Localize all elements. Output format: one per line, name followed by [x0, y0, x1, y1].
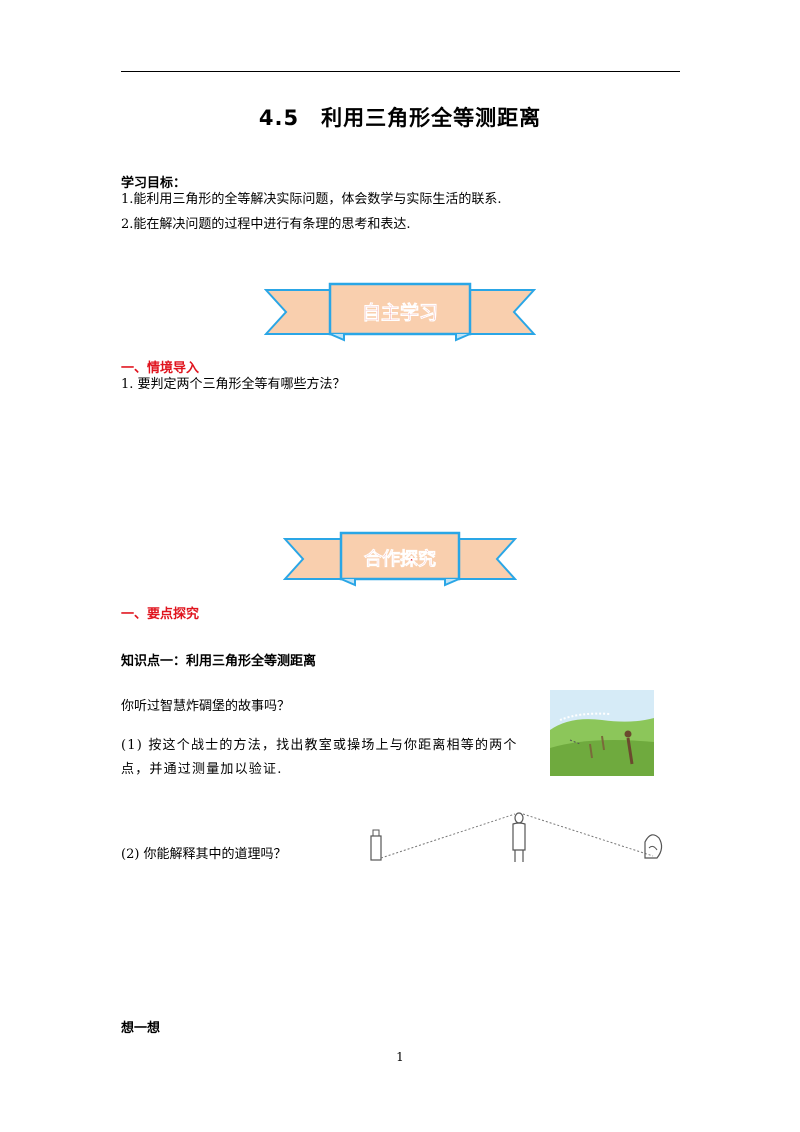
question-1-line-1: (1) 按这个战士的方法，找出教室或操场上与你距离相等的两个 — [121, 738, 518, 753]
goals-heading: 学习目标： — [121, 176, 187, 191]
banner-self-study-label: 自主学习 — [362, 301, 438, 324]
question-2: (2) 你能解释其中的道理吗？ — [121, 847, 287, 862]
goal-item-2: 2.能在解决问题的过程中进行有条理的思考和表达. — [121, 217, 411, 232]
page-number: 1 — [396, 1050, 404, 1064]
scenario-question: 1. 要判定两个三角形全等有哪些方法？ — [121, 377, 346, 392]
sight-line-diagram — [370, 812, 663, 862]
banner-cooperative-inquiry-label: 合作探究 — [364, 548, 436, 570]
section-heading-key-points: 一、要点探究 — [121, 607, 200, 622]
question-1-line-2: 点，并通过测量加以验证. — [121, 762, 283, 777]
header-rule — [121, 71, 680, 72]
knowledge-point-heading: 知识点一：利用三角形全等测距离 — [121, 654, 317, 669]
think-heading: 想一想 — [121, 1021, 161, 1036]
banner-cooperative-inquiry: 合作探究 — [283, 531, 517, 587]
section-heading-scenario: 一、情境导入 — [121, 361, 200, 376]
banner-self-study: 自主学习 — [264, 282, 536, 342]
goal-item-1: 1.能利用三角形的全等解决实际问题，体会数学与实际生活的联系. — [121, 192, 502, 207]
page-title: 4.5 利用三角形全等测距离 — [258, 106, 542, 130]
soldier-hill-illustration — [550, 690, 654, 776]
story-question: 你听过智慧炸碉堡的故事吗？ — [121, 699, 291, 714]
